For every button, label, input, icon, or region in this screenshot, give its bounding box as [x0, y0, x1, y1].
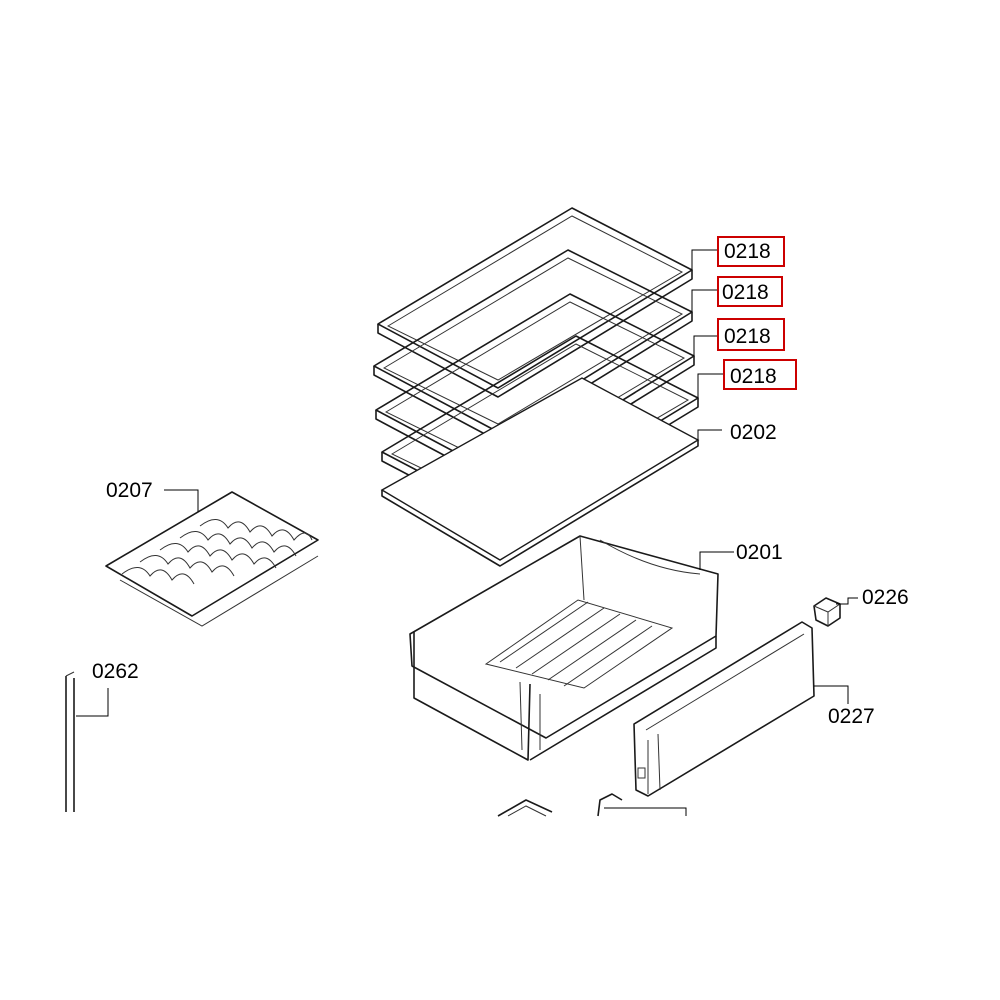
side-strip: [65, 671, 75, 812]
label-drawer: 0201: [736, 541, 783, 564]
label-shelf-3: 0218: [724, 325, 771, 348]
label-shelf-2: 0218: [722, 281, 769, 304]
label-drawer-front: 0227: [828, 705, 875, 728]
label-glass-plate: 0202: [730, 421, 777, 444]
label-clip: 0226: [862, 586, 909, 609]
partial-bottom-parts: [497, 793, 687, 817]
label-side-strip: 0262: [92, 660, 139, 683]
leader-lines: [76, 249, 858, 717]
clip-part: [813, 597, 841, 627]
highlight-box-2: [717, 276, 783, 307]
glass-plate: [380, 377, 700, 567]
label-shelf-4: 0218: [730, 365, 777, 388]
drawer-front-panel: [633, 621, 815, 797]
label-shelf-1: 0218: [724, 240, 771, 263]
bottle-rack: [105, 491, 319, 627]
label-bottle-rack: 0207: [106, 479, 153, 502]
highlight-box-4: [723, 359, 797, 390]
drawer-bin: [409, 535, 719, 761]
highlight-box-3: [717, 318, 785, 351]
highlight-box-1: [717, 236, 785, 267]
